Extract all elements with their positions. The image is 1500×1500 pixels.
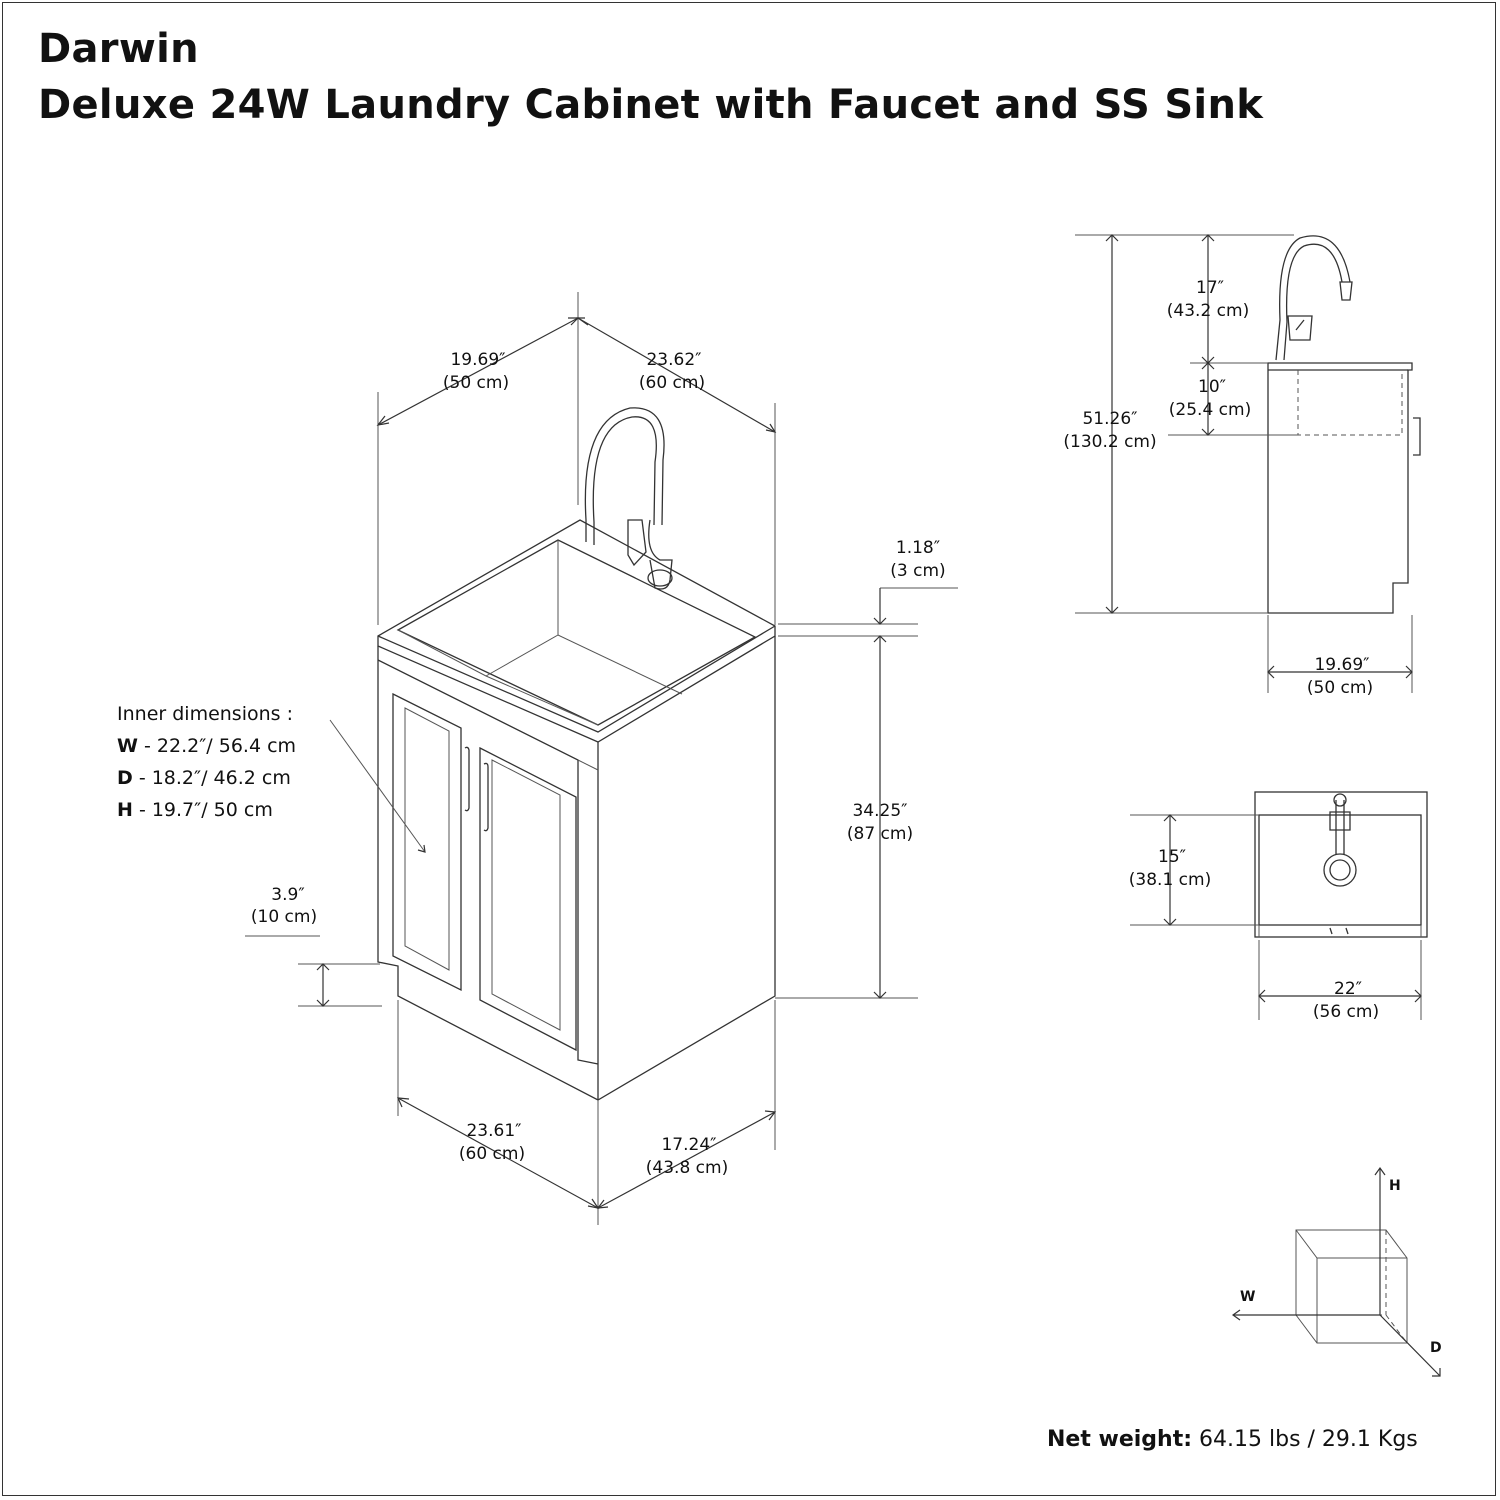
net-weight-value: 64.15 lbs / 29.1 Kgs	[1192, 1427, 1418, 1452]
axis-h-label: H	[1389, 1178, 1401, 1194]
inner-depth-value: - 18.2″/ 46.2 cm	[132, 767, 291, 789]
dim-top-depth-in: 19.69″	[450, 350, 505, 370]
dim-sink-width-in: 22″	[1334, 979, 1362, 999]
dim-top-width-cm: (60 cm)	[639, 373, 705, 393]
dim-sink-front-back-cm: (38.1 cm)	[1129, 870, 1211, 890]
inner-height-row: H - 19.7″/ 50 cm	[117, 794, 296, 826]
net-weight: Net weight: 64.15 lbs / 29.1 Kgs	[1047, 1427, 1418, 1452]
dim-side-depth-cm: (50 cm)	[1307, 678, 1373, 698]
inner-height-value: - 19.7″/ 50 cm	[132, 799, 273, 821]
product-title: Deluxe 24W Laundry Cabinet with Faucet a…	[38, 82, 1264, 128]
dim-side-depth-in: 19.69″	[1314, 655, 1369, 675]
axis-d-label: D	[1430, 1340, 1442, 1356]
dim-base-depth-cm: (43.8 cm)	[646, 1158, 728, 1178]
dim-faucet-height-in: 17″	[1196, 278, 1224, 298]
dim-base-width-cm: (60 cm)	[459, 1144, 525, 1164]
dim-cabinet-height-cm: (87 cm)	[847, 824, 913, 844]
dim-cabinet-height-in: 34.25″	[852, 801, 907, 821]
dimension-labels: 19.69″ (50 cm) 23.62″ (60 cm) 1.18″ (3 c…	[251, 278, 1379, 1178]
axis-w-label: W	[1240, 1289, 1255, 1305]
sink-top-view	[1130, 791, 1428, 1020]
brand-title: Darwin	[38, 26, 199, 72]
inner-dimensions-block: Inner dimensions : W - 22.2″/ 56.4 cm D …	[117, 698, 296, 826]
dim-sink-depth-in: 10″	[1198, 377, 1226, 397]
dim-base-depth-in: 17.24″	[661, 1135, 716, 1155]
dim-total-height-cm: (130.2 cm)	[1063, 432, 1156, 452]
cabinet-isometric	[377, 407, 776, 1101]
dim-countertop-cm: (3 cm)	[890, 561, 945, 581]
axis-cube: H W D	[1231, 1166, 1442, 1377]
dim-lines-main	[245, 292, 958, 1225]
inner-depth-row: D - 18.2″/ 46.2 cm	[117, 762, 296, 794]
inner-height-key: H	[117, 799, 133, 821]
inner-width-key: W	[117, 735, 138, 757]
inner-dimensions-heading: Inner dimensions :	[117, 703, 293, 725]
dim-top-depth-cm: (50 cm)	[443, 373, 509, 393]
inner-width-row: W - 22.2″/ 56.4 cm	[117, 730, 296, 762]
dim-top-width-in: 23.62″	[646, 350, 701, 370]
dim-total-height-in: 51.26″	[1082, 409, 1137, 429]
dim-toe-kick-cm: (10 cm)	[251, 907, 317, 927]
inner-depth-key: D	[117, 767, 133, 789]
net-weight-label: Net weight:	[1047, 1427, 1193, 1452]
dim-sink-depth-cm: (25.4 cm)	[1169, 400, 1251, 420]
dim-toe-kick-in: 3.9″	[271, 885, 304, 905]
dim-countertop-in: 1.18″	[896, 538, 940, 558]
cabinet-side-view	[1075, 234, 1421, 693]
dim-base-width-in: 23.61″	[466, 1121, 521, 1141]
dim-faucet-height-cm: (43.2 cm)	[1167, 301, 1249, 321]
inner-width-value: - 22.2″/ 56.4 cm	[137, 735, 297, 757]
dim-sink-width-cm: (56 cm)	[1313, 1002, 1379, 1022]
dim-sink-front-back-in: 15″	[1158, 847, 1186, 867]
